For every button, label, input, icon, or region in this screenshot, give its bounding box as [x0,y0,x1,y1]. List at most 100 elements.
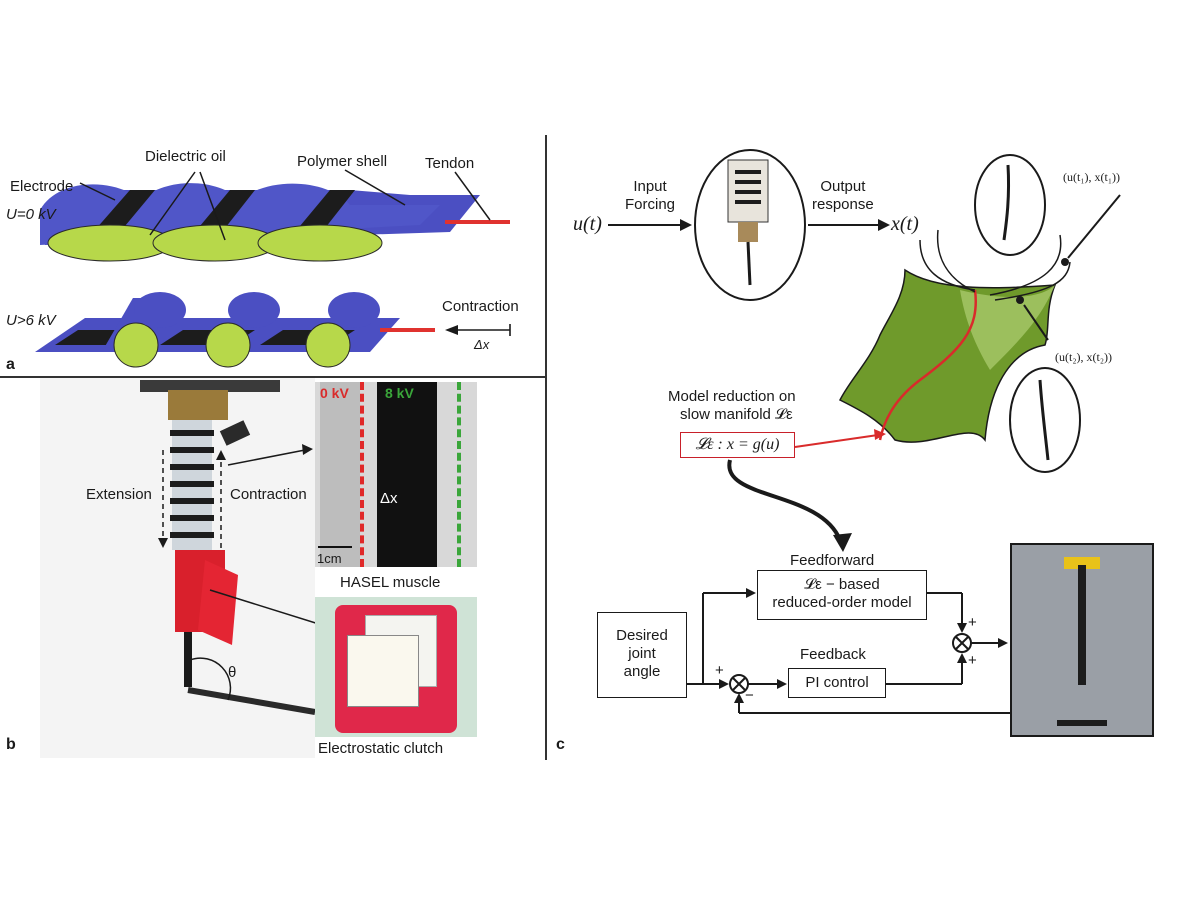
inset-dark-body [377,382,437,567]
label-slow-manifold: slow manifold 𝓛ε [680,406,793,423]
leader-oil-1 [149,171,196,236]
pi-control-box: PI control [788,668,886,698]
forearm [187,687,316,715]
label-tendon: Tendon [425,155,475,172]
scale-bar [318,546,352,548]
robot-top-bracket [1064,557,1100,569]
state-point-1 [1061,258,1069,266]
cylinder-top-2 [228,292,280,328]
caption-hasel-muscle: HASEL muscle [340,574,441,591]
inset-green-outline [457,382,461,567]
label-dx-a: Δx [474,337,490,352]
robot-legs [1057,685,1107,726]
desired-line2: joint [628,645,656,662]
desired-joint-angle-box: Desired joint angle [597,612,687,698]
oil-pouch-top-3 [257,224,383,262]
wire-pi-up-head [957,653,967,663]
leader-electrode [79,182,116,201]
wire-ff-down-head [957,623,967,633]
pointer-to-muscle [227,449,306,466]
actuator-base [738,222,758,242]
panel-b-drawing [140,380,330,715]
contraction-arrowhead-b [216,450,226,460]
cylinder-top-3 [328,292,380,328]
inset-hasel-photo [315,382,477,567]
electrode-top-3 [295,190,355,232]
label-point-2: (u(t₂), x(t₂)) [1055,350,1113,364]
pointer-equation-head [874,429,886,440]
desired-line1: Desired [616,627,668,644]
theta-arc [189,657,232,701]
label-u0: U=0 kV [6,206,56,223]
electrode-top-2 [195,190,255,232]
side-bracket [219,420,251,446]
pointer-to-muscle-head [302,444,313,455]
contraction-arrowhead [445,325,458,335]
label-scale: 1cm [317,551,342,566]
snapshot-ellipse-1 [974,154,1046,256]
label-polymer-shell: Polymer shell [297,153,388,170]
clutch-plate-front [347,635,419,707]
label-input-forcing: Input Forcing [625,178,676,213]
wire-sum1-in-head [719,679,729,689]
cylinder-end-3 [305,322,351,368]
muscle-stripes [170,430,214,538]
pointer-to-clutch [209,589,323,626]
equation-box: 𝓛ε : x = g(u) [680,432,795,458]
panel-letter-c: c [556,736,565,753]
inset-red-outline [360,382,364,567]
mount-plate [140,380,280,392]
curved-arrow-ff [727,459,842,541]
label-output-response: Output response [812,178,874,213]
leader-pt1 [1067,194,1121,259]
curved-arrow-ff-head [833,533,852,552]
label-u6: U>6 kV [6,312,56,329]
label-theta: θ [228,664,237,681]
cylinder-top-1 [134,292,186,328]
label-electrode: Electrode [10,178,74,195]
inset-left-body [320,382,360,567]
leader-oil-2 [199,171,226,241]
label-extension: Extension [86,486,152,503]
sign-minus-sum1: − [745,687,754,704]
snapshot-limb-1 [1002,164,1011,241]
cylinder-end-1 [113,322,159,368]
output-arrowhead [878,219,890,231]
extension-arrowhead [158,538,168,548]
ff-box-line2: reduced-order model [772,594,912,611]
divider-horizontal [0,376,545,378]
wire-to-pi-head [777,679,787,689]
pointer-equation [794,434,879,448]
wire-to-plant-head [998,638,1008,648]
lower-link [184,632,192,687]
actuator-stripes [735,170,761,204]
trajectory-3 [989,234,1062,296]
wire-feedback-head [734,693,744,703]
panel-letter-b: b [6,736,16,753]
inset-clutch-photo [315,597,477,737]
leader-pt2 [1023,304,1049,341]
robot-spine [1078,565,1086,685]
sign-plus-sum2-bottom: + [968,652,977,669]
sign-plus-sum1: + [715,662,724,679]
electrode-top-1 [95,190,155,232]
label-dielectric-oil: Dielectric oil [145,148,226,165]
sign-plus-sum2-top: + [968,614,977,631]
label-contraction-b: Contraction [230,486,307,503]
label-point-1: (u(t₁), x(t₁)) [1063,170,1121,184]
trajectory-4 [994,261,1071,301]
label-contraction-a: Contraction [442,298,519,315]
clutch-flap [198,560,238,645]
caption-electrostatic-clutch: Electrostatic clutch [318,740,444,757]
desired-line3: angle [623,663,661,680]
panel-letter-a: a [6,356,15,373]
label-feedforward: Feedforward [790,552,875,569]
label-feedback: Feedback [800,646,866,663]
actuator-tail [746,241,752,286]
panel-a-drawing [35,169,511,368]
cylinder-end-2 [205,322,251,368]
trajectory-2 [936,229,976,293]
leader-tendon [454,171,491,221]
label-dx-b: Δx [380,490,398,507]
feedforward-box: 𝓛ε − based reduced-order model [757,570,927,620]
